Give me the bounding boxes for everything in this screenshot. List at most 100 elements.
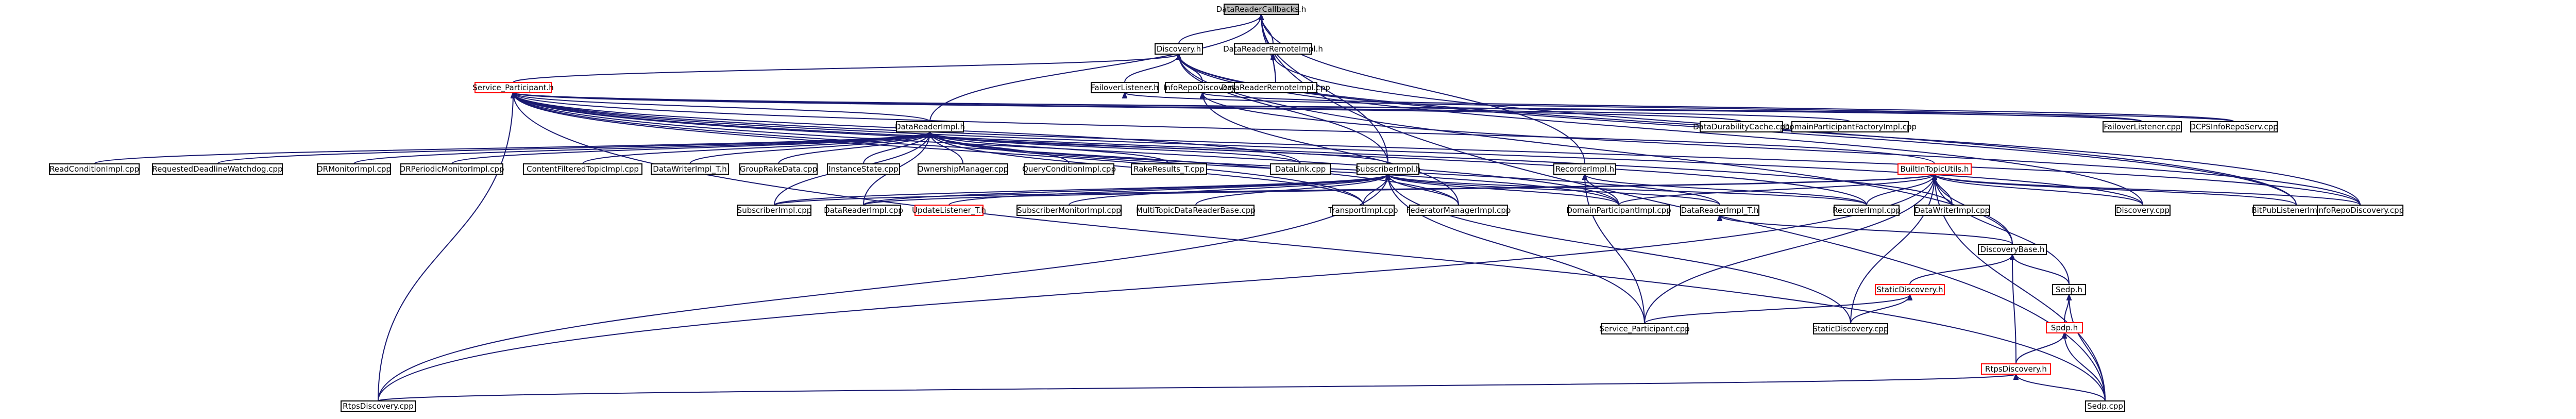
node-multitopic_cpp[interactable]: MultiTopicDataReaderBase.cpp [1136, 205, 1256, 216]
node-box-dwimpl_t_h[interactable] [651, 163, 729, 175]
node-box-subscriberimpl_cpp[interactable] [737, 205, 811, 216]
node-box-dwimpl_cpp[interactable] [1914, 205, 1990, 216]
node-inforepo_h[interactable]: InfoRepoDiscovery.h [1163, 82, 1242, 93]
node-box-discovery_cpp[interactable] [2115, 205, 2171, 216]
node-submonitor_cpp[interactable]: SubscriberMonitorImpl.cpp [1016, 205, 1122, 216]
node-subscriberimpl_h[interactable]: SubscriberImpl.h [1355, 163, 1421, 175]
node-box-builtintopic_h[interactable] [1897, 163, 1972, 175]
node-failover_cpp[interactable]: FailoverListener.cpp [2103, 121, 2182, 132]
node-readcondition_cpp[interactable]: ReadConditionImpl.cpp [49, 163, 140, 175]
node-discovery_cpp[interactable]: Discovery.cpp [2115, 205, 2171, 216]
node-box-multitopic_cpp[interactable] [1137, 205, 1255, 216]
node-grouprake_cpp[interactable]: GroupRakeData.cpp [739, 163, 818, 175]
node-inforepo_cpp[interactable]: InfoRepoDiscovery.cpp [2316, 205, 2404, 216]
node-box-datareaderimpl_cpp[interactable] [826, 205, 901, 216]
node-rakeresults_cpp[interactable]: RakeResults_T.cpp [1131, 163, 1207, 175]
node-box-cft_cpp[interactable] [523, 163, 642, 175]
node-datareaderimpl_h[interactable]: DataReaderImpl.h [895, 121, 965, 132]
node-drremote_cpp[interactable]: DataReaderRemoteImpl.cpp [1221, 82, 1330, 93]
node-datadurability_cpp[interactable]: DataDurabilityCache.cpp [1693, 121, 1790, 132]
node-drremote_h[interactable]: DataReaderRemoteImpl.h [1223, 43, 1323, 55]
node-requesteddeadline_cpp[interactable]: RequestedDeadlineWatchdog.cpp [152, 163, 283, 175]
node-rtpsdisc_cpp[interactable]: RtpsDiscovery.cpp [341, 400, 416, 412]
node-dwimpl_cpp[interactable]: DataWriterImpl.cpp [1914, 205, 1990, 216]
node-box-drremote_h[interactable] [1234, 43, 1312, 55]
node-drperiodic_cpp[interactable]: DRPeriodicMonitorImpl.cpp [400, 163, 504, 175]
node-updatelistener_h[interactable]: UpdateListener_T.h [912, 205, 986, 216]
node-box-staticdisc_cpp[interactable] [1813, 323, 1888, 334]
node-box-failover_cpp[interactable] [2103, 121, 2182, 132]
node-sedp_cpp[interactable]: Sedp.cpp [2085, 400, 2125, 412]
node-discovery_h[interactable]: Discovery.h [1155, 43, 1203, 55]
node-box-readcondition_cpp[interactable] [49, 163, 140, 175]
node-datareaderimpl_cpp[interactable]: DataReaderImpl.cpp [824, 205, 903, 216]
node-box-rtpsdisc_h[interactable] [1981, 363, 2051, 375]
node-box-drremote_cpp[interactable] [1234, 82, 1317, 93]
node-rtpsdisc_h[interactable]: RtpsDiscovery.h [1981, 363, 2051, 375]
edge-sedp_cpp-to-spdp_h [2064, 333, 2106, 401]
node-spdp_h[interactable]: Spdp.h [2046, 322, 2083, 333]
node-box-submonitor_cpp[interactable] [1016, 205, 1122, 216]
node-subscriberimpl_cpp[interactable]: SubscriberImpl.cpp [737, 205, 812, 216]
node-box-requesteddeadline_cpp[interactable] [152, 163, 283, 175]
node-ownership_cpp[interactable]: OwnershipManager.cpp [918, 163, 1008, 175]
node-box-dpfactory_cpp[interactable] [1791, 121, 1909, 132]
node-box-datalink_cpp[interactable] [1270, 163, 1331, 175]
node-dwimpl_t_h[interactable]: DataWriterImpl_T.h [651, 163, 729, 175]
node-box-service_participant_h[interactable] [474, 82, 552, 93]
node-recorderimpl_h[interactable]: RecorderImpl.h [1553, 163, 1616, 175]
node-box-recorderimpl_h[interactable] [1553, 163, 1616, 175]
node-box-federator_cpp[interactable] [1409, 205, 1508, 216]
node-dcpsinforepo_cpp[interactable]: DCPSInfoRepoServ.cpp [2190, 121, 2278, 132]
node-failover_h[interactable]: FailoverListener.h [1091, 82, 1159, 93]
node-box-querycondition_cpp[interactable] [1024, 163, 1114, 175]
node-drmonitor_cpp[interactable]: DRMonitorImpl.cpp [317, 163, 391, 175]
node-box-drimpl_t_h[interactable] [1680, 205, 1759, 216]
node-label-instancestate_cpp: InstanceState.cpp [828, 164, 899, 174]
node-querycondition_cpp[interactable]: QueryConditionImpl.cpp [1022, 163, 1116, 175]
node-box-rtpsdisc_cpp[interactable] [341, 400, 416, 412]
node-box-dcpsinforepo_cpp[interactable] [2190, 121, 2278, 132]
node-box-recorderimpl_cpp[interactable] [1834, 205, 1900, 216]
node-box-dpimpl_cpp[interactable] [1568, 205, 1670, 216]
node-box-datareaderimpl_h[interactable] [896, 121, 964, 132]
node-sedp_h[interactable]: Sedp.h [2052, 284, 2086, 295]
node-cft_cpp[interactable]: ContentFilteredTopicImpl.cpp [523, 163, 642, 175]
node-box-sedp_cpp[interactable] [2085, 400, 2125, 412]
node-box-discoverybase_h[interactable] [1978, 244, 2047, 255]
node-box-transportimpl_cpp[interactable] [1332, 205, 1395, 216]
node-box-drperiodic_cpp[interactable] [400, 163, 503, 175]
node-box-root[interactable] [1224, 4, 1299, 15]
node-service_participant_cpp[interactable]: Service_Participant.cpp [1599, 323, 1690, 334]
node-dpimpl_cpp[interactable]: DomainParticipantImpl.cpp [1566, 205, 1671, 216]
node-box-service_participant_cpp[interactable] [1601, 323, 1688, 334]
node-box-grouprake_cpp[interactable] [739, 163, 818, 175]
node-box-instancestate_cpp[interactable] [827, 163, 900, 175]
node-recorderimpl_cpp[interactable]: RecorderImpl.cpp [1833, 205, 1901, 216]
node-service_participant_h[interactable]: Service_Participant.h [472, 82, 554, 93]
node-box-sedp_h[interactable] [2052, 284, 2086, 295]
node-box-drmonitor_cpp[interactable] [317, 163, 391, 175]
node-federator_cpp[interactable]: FederatorManagerImpl.cpp [1406, 205, 1511, 216]
node-box-ownership_cpp[interactable] [918, 163, 1008, 175]
node-box-spdp_h[interactable] [2046, 322, 2083, 333]
node-box-datadurability_cpp[interactable] [1700, 121, 1783, 132]
node-root[interactable]: DataReaderCallbacks.h [1216, 4, 1307, 15]
node-staticdisc_cpp[interactable]: StaticDiscovery.cpp [1813, 323, 1889, 334]
node-box-subscriberimpl_h[interactable] [1357, 163, 1419, 175]
node-box-updatelistener_h[interactable] [914, 205, 984, 216]
node-dpfactory_cpp[interactable]: DomainParticipantFactoryImpl.cpp [1784, 121, 1917, 132]
node-staticdisc_h[interactable]: StaticDiscovery.h [1875, 284, 1945, 295]
node-builtintopic_h[interactable]: BuiltInTopicUtils.h [1897, 163, 1972, 175]
node-box-rakeresults_cpp[interactable] [1131, 163, 1207, 175]
node-label-querycondition_cpp: QueryConditionImpl.cpp [1022, 164, 1116, 174]
node-box-discovery_h[interactable] [1155, 43, 1203, 55]
node-box-inforepo_cpp[interactable] [2317, 205, 2403, 216]
node-drimpl_t_h[interactable]: DataReaderImpl_T.h [1680, 205, 1759, 216]
node-box-failover_h[interactable] [1091, 82, 1159, 93]
node-transportimpl_cpp[interactable]: TransportImpl.cpp [1328, 205, 1398, 216]
node-datalink_cpp[interactable]: DataLink.cpp [1270, 163, 1331, 175]
node-instancestate_cpp[interactable]: InstanceState.cpp [827, 163, 900, 175]
node-box-staticdisc_h[interactable] [1875, 284, 1945, 295]
node-discoverybase_h[interactable]: DiscoveryBase.h [1978, 244, 2047, 255]
